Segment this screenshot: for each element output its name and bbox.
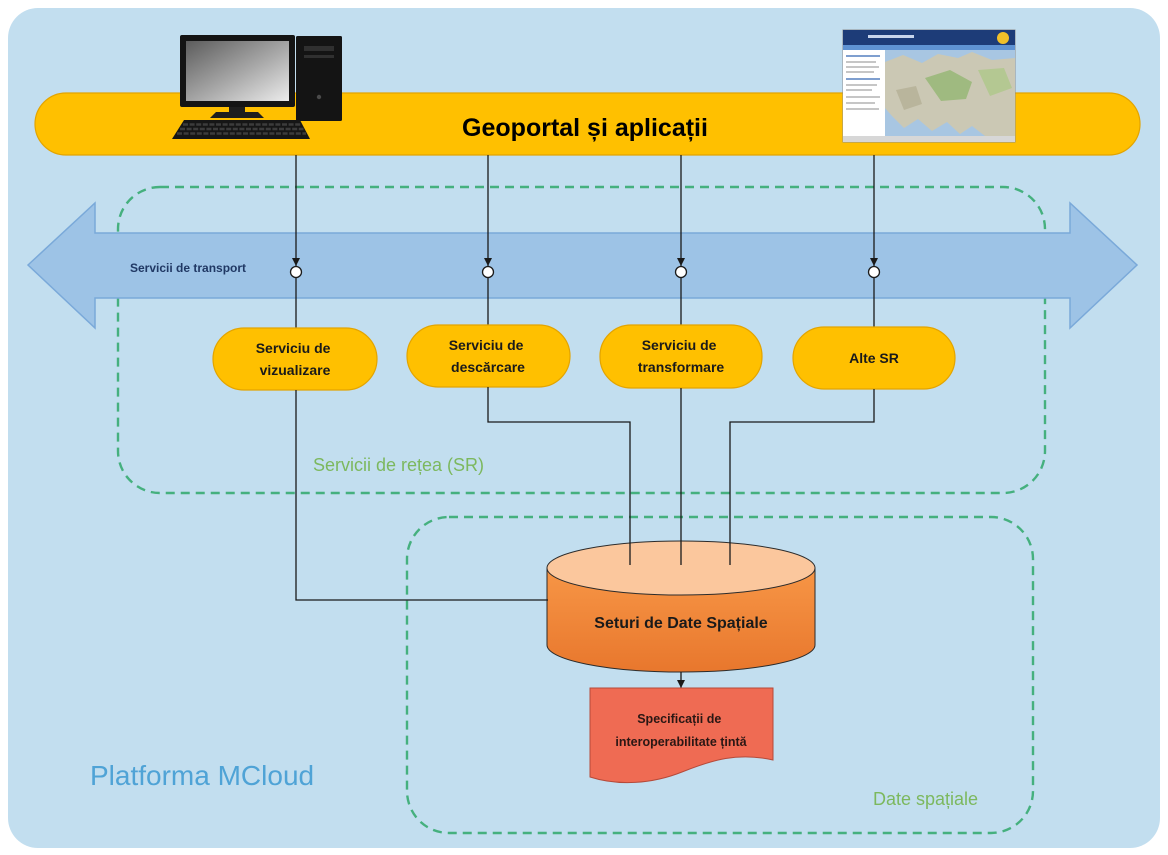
service-vizualizare: Serviciu de vizualizare (212, 327, 378, 391)
screenshot-sidebar-line (846, 61, 876, 63)
screenshot-map-region (896, 86, 922, 110)
service-label-line: Serviciu de (449, 337, 524, 353)
spatial-datasets-label: Seturi de Date Spațiale (594, 615, 767, 632)
service-label-line: Alte SR (849, 350, 899, 366)
screenshot-header-title (868, 35, 914, 38)
screenshot-map-region (978, 68, 1012, 96)
screenshot-navbar (843, 45, 1015, 50)
screenshot-header (843, 30, 1015, 45)
transport-services-arrow (26, 201, 1139, 330)
screenshot-sidebar-line (846, 66, 879, 68)
screenshot-sidebar-line (846, 102, 875, 104)
interoperability-specification-document: Specificații de interoperabilitate țintă (589, 687, 774, 784)
tower-drive-bay (304, 46, 334, 51)
spatial-data-group (405, 515, 1035, 835)
screenshot-sidebar-line (846, 84, 877, 86)
tower-power-button (316, 94, 322, 100)
service-label: Serviciu de vizualizare (256, 340, 335, 378)
specification-label: Specificații de interoperabilitate țintă (615, 712, 747, 749)
transport-junction (674, 265, 688, 279)
service-transformare: Serviciu de transformare (599, 324, 763, 389)
screenshot-footer (843, 136, 1015, 142)
document-shape (589, 687, 774, 784)
network-services-label: Servicii de rețea (SR) (313, 455, 484, 475)
geoportal-label: Geoportal și aplicații (462, 114, 708, 142)
screenshot-sidebar-line (846, 78, 880, 80)
service-label-line: transformare (638, 359, 725, 375)
tower-drive-bay (304, 55, 334, 58)
screenshot-sidebar-line (846, 55, 880, 57)
connector-descarcare-datasets (487, 387, 631, 565)
spatial-data-label: Date spațiale (873, 789, 978, 809)
service-label-line: vizualizare (260, 362, 331, 378)
service-pill (406, 324, 571, 388)
screenshot-map-region (925, 70, 972, 101)
service-pill (599, 324, 763, 389)
desktop-computer-icon (172, 35, 342, 139)
specification-label-line: Specificații de (637, 712, 721, 726)
service-label-line: Serviciu de (642, 337, 717, 353)
transport-junction (289, 265, 303, 279)
network-services-group (116, 185, 1047, 495)
spatial-datasets-cylinder: Seturi de Date Spațiale (546, 540, 816, 673)
service-label-line: descărcare (451, 359, 525, 375)
connector-alte-sr-datasets (729, 389, 875, 565)
cylinder-body (546, 567, 816, 673)
screenshot-sidebar-line (846, 108, 879, 110)
service-descarcare: Serviciu de descărcare (406, 324, 571, 388)
map-screenshot-icon (842, 29, 1016, 143)
monitor-base (210, 112, 264, 118)
screenshot-sidebar-line (846, 71, 874, 73)
service-label-line: Serviciu de (256, 340, 331, 356)
screenshot-sidebar-line (846, 96, 880, 98)
transport-junction (867, 265, 881, 279)
screenshot-sidebar-line (846, 89, 872, 91)
monitor-screen (186, 41, 289, 101)
service-label: Serviciu de descărcare (449, 337, 528, 375)
transport-services-label: Servicii de transport (130, 261, 246, 275)
service-pill (212, 327, 378, 391)
screenshot-logo (997, 32, 1009, 44)
service-alte-sr: Alte SR (792, 326, 956, 390)
platform-label: Platforma MCloud (90, 760, 314, 791)
service-label: Alte SR (849, 350, 899, 366)
specification-label-line: interoperabilitate țintă (615, 735, 747, 749)
connector-vizualizare-datasets (295, 390, 548, 601)
transport-junction (481, 265, 495, 279)
service-label: Serviciu de transformare (638, 337, 725, 375)
monitor-neck (229, 107, 245, 112)
